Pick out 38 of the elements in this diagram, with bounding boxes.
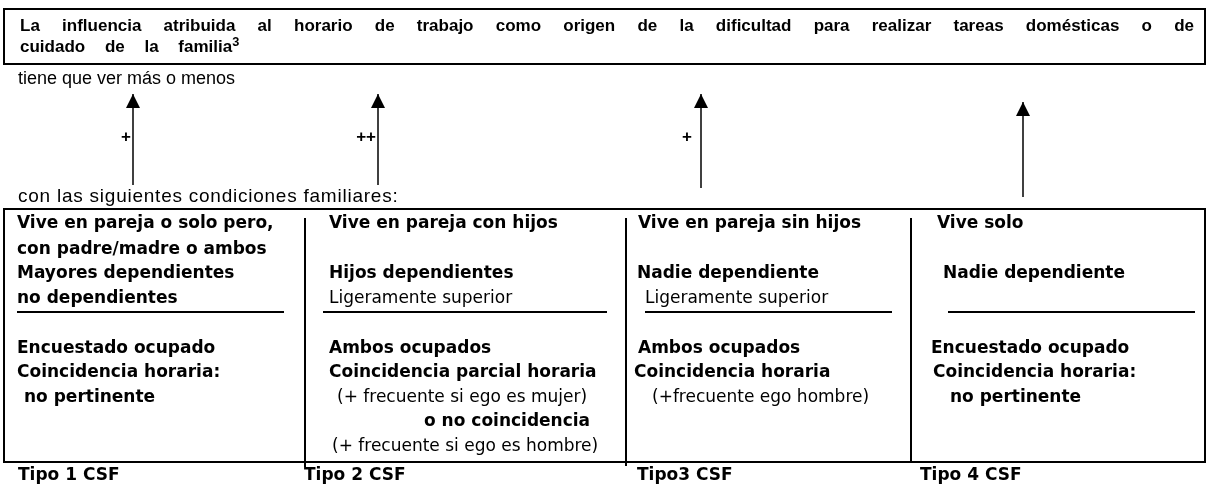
condition-text: Hijos dependientes <box>329 261 514 284</box>
arrow-label: + <box>682 127 692 147</box>
condition-text: Ligeramente superior <box>645 286 829 309</box>
condition-text: Nadie dependiente <box>943 261 1125 284</box>
arrow <box>371 93 385 186</box>
condition-text: Coincidencia horaria: <box>17 360 221 383</box>
condition-text: Vive solo <box>937 211 1024 234</box>
condition-text: Vive en pareja sin hijos <box>638 211 862 234</box>
condition-text: (+frecuente ego hombre) <box>652 385 870 408</box>
type-label: Tipo 4 CSF <box>920 464 1022 484</box>
condition-text: (+ frecuente si ego es hombre) <box>332 434 599 457</box>
condition-text: Ligeramente superior <box>329 286 513 309</box>
condition-text: Encuestado ocupado <box>931 336 1130 359</box>
title-box: La influencia atribuida al horario de trabajo como origen de la dificultad para realizar tareas domésticas o de cuidado de la familia$^{3}$ <box>3 8 1206 65</box>
condition-text: no pertinente <box>950 385 1082 408</box>
condition-text: Mayores dependientes <box>17 261 235 284</box>
condition-text: no dependientes <box>17 286 178 309</box>
condition-text: (+ frecuente si ego es mujer) <box>337 385 588 408</box>
edge-label: ++ <box>356 127 376 147</box>
condition-text: Encuestado ocupado <box>17 336 216 359</box>
type-label: Tipo 1 CSF <box>18 464 120 484</box>
condition-text: Coincidencia parcial horaria <box>329 360 597 383</box>
condition-text: o no coincidencia <box>424 409 591 432</box>
condition-text: Vive en pareja o solo pero, <box>17 211 274 234</box>
condition-text: Coincidencia horaria: <box>933 360 1137 383</box>
arrow <box>126 93 140 186</box>
condition-text: con padre/madre o ambos <box>17 237 267 260</box>
condition-text: Ambos ocupados <box>329 336 492 359</box>
condition-text: Coincidencia horaria <box>634 360 831 383</box>
condition-text: Vive en pareja con hijos <box>329 211 558 234</box>
condition-text: Nadie dependiente <box>637 261 819 284</box>
edge-label: + <box>121 127 131 147</box>
condition-text: no pertinente <box>24 385 156 408</box>
type-label: Tipo 2 CSF <box>304 464 406 484</box>
condition-text: Ambos ocupados <box>638 336 801 359</box>
connector-text: tiene que ver más o menos <box>18 68 236 89</box>
type-label: Tipo3 CSF <box>637 464 733 484</box>
connector-text: con las siguientes condiciones familiares: <box>18 185 399 206</box>
